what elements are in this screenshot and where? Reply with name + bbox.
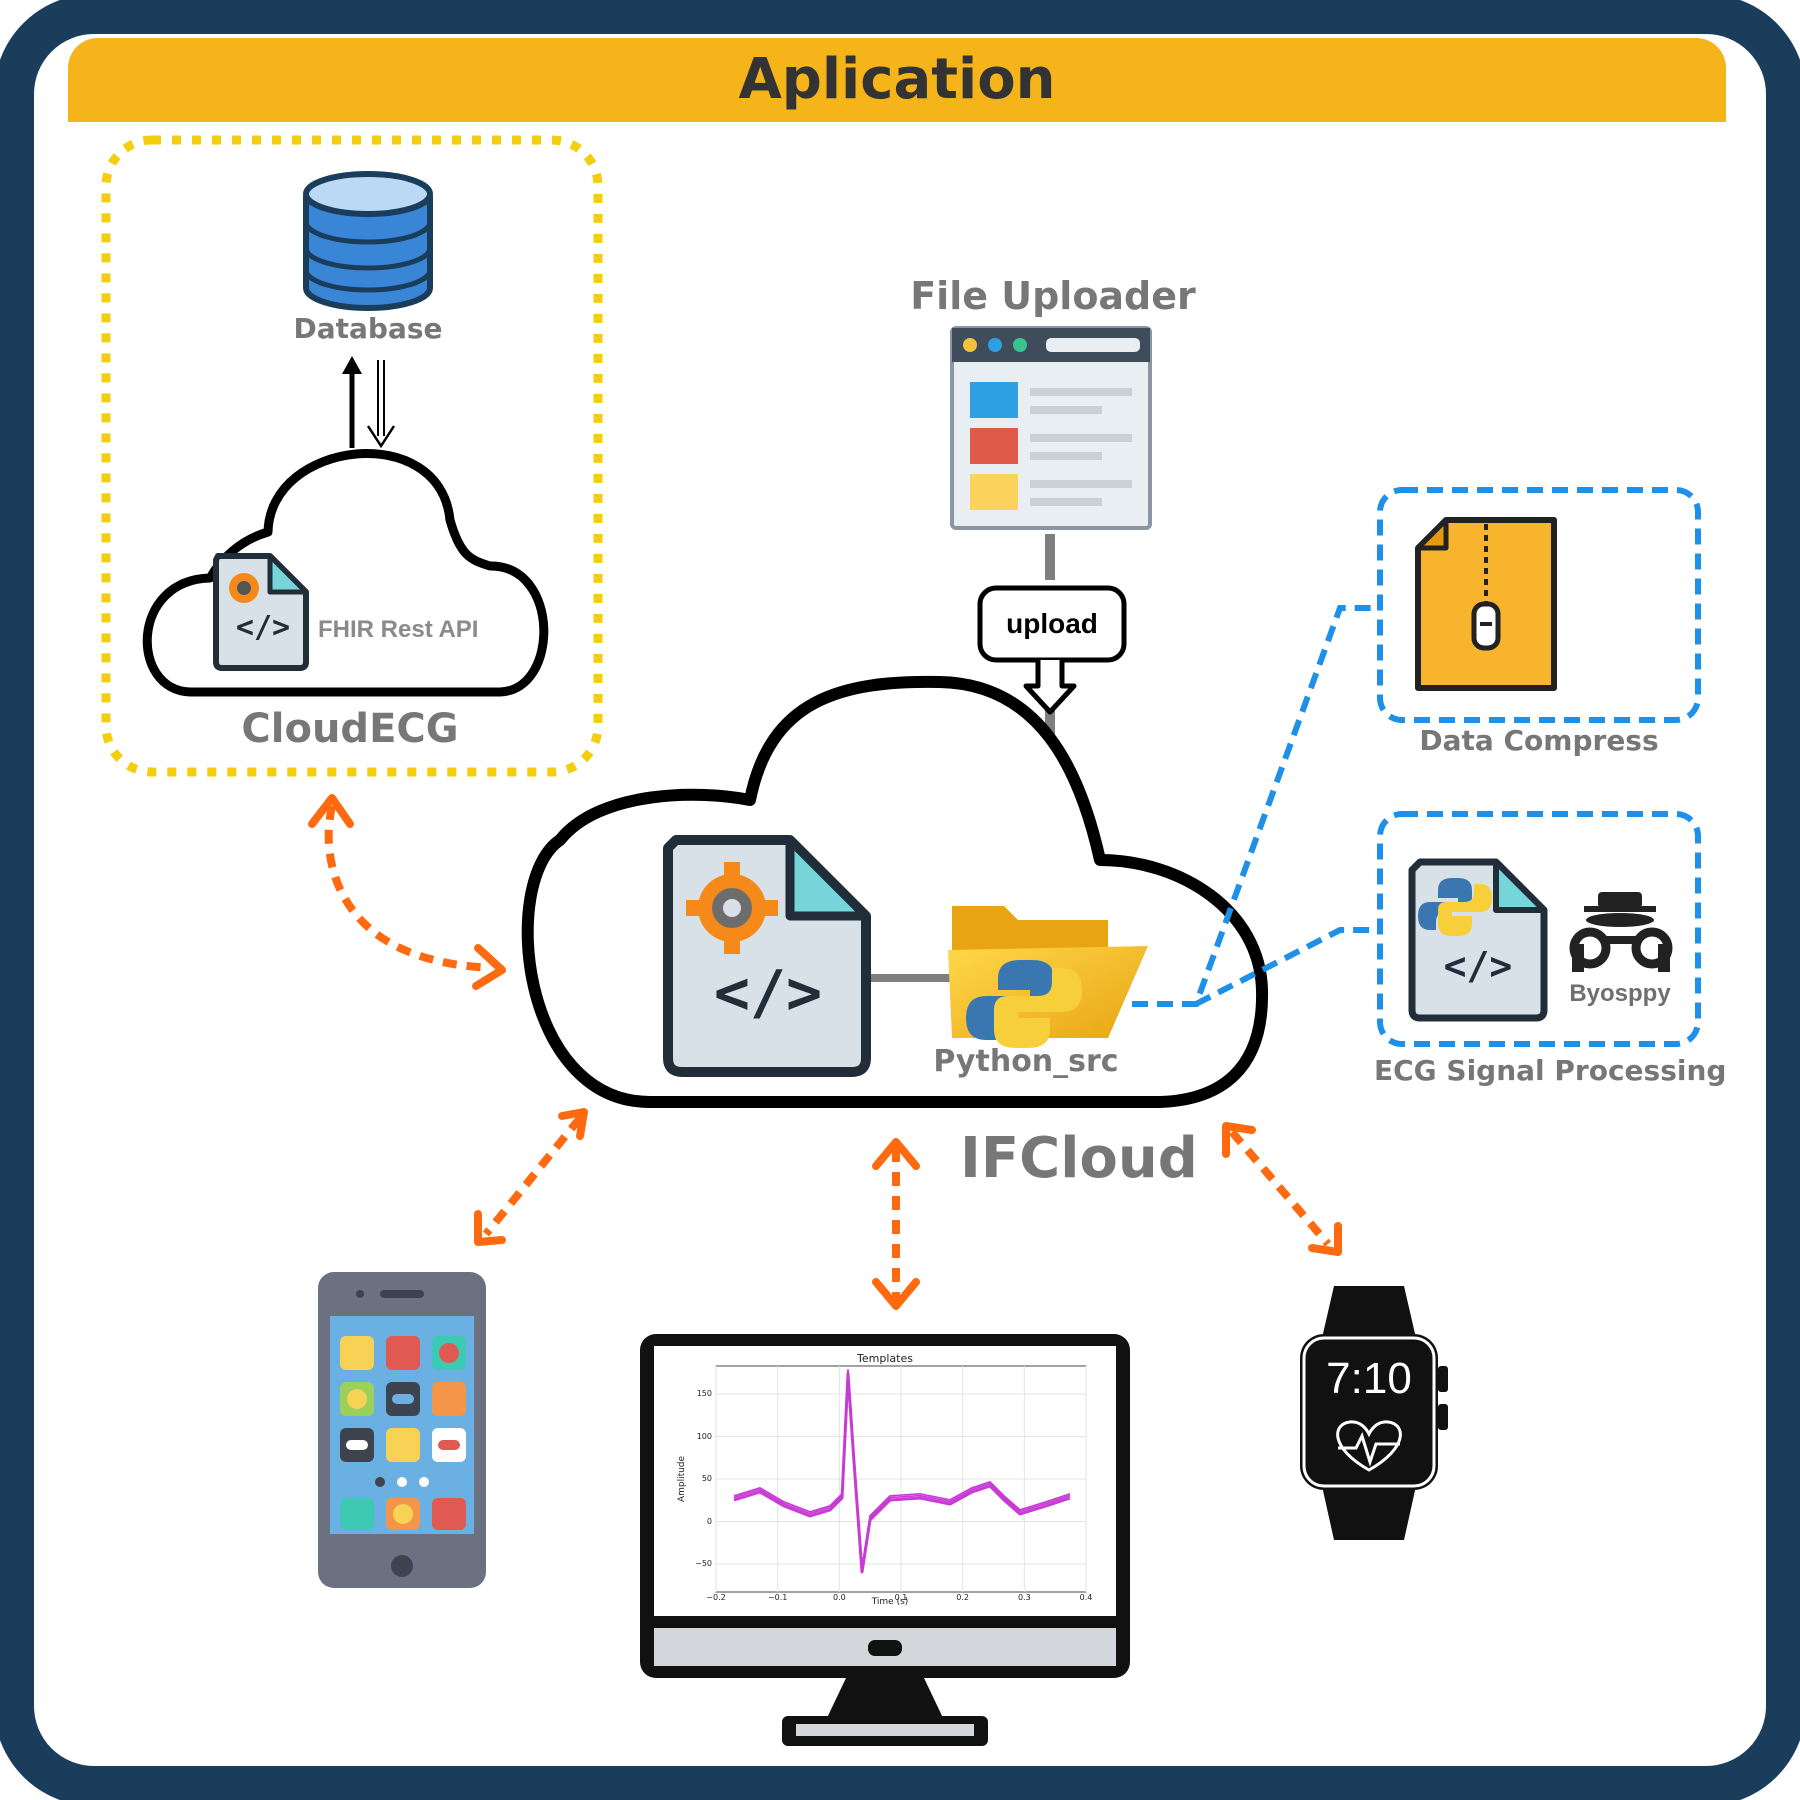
arrow-ifcloud-watch (1228, 1129, 1332, 1247)
python-src-label: Python_src (933, 1044, 1119, 1079)
processing-link (1194, 927, 1380, 1007)
file-uploader-label: File Uploader (910, 274, 1196, 318)
chart-xtick-label: 0.4 (1079, 1593, 1093, 1602)
orange-arrows (324, 805, 1332, 1300)
python-code-file-icon (1408, 858, 1548, 1022)
ecg-trace (733, 1369, 1071, 1569)
chart-ytick-label: 150 (696, 1389, 712, 1398)
database-label: Database (293, 312, 443, 345)
ifcloud-code-symbol: </> (713, 958, 823, 1028)
byosppy-label: Byosppy (1569, 980, 1671, 1007)
chart-xtick-label: 0.0 (832, 1593, 846, 1602)
database-arrows (342, 356, 396, 449)
file-uploader-window-icon (950, 326, 1152, 530)
ifcloud-code-file-icon (663, 835, 871, 1077)
zip-file-icon (1415, 517, 1557, 691)
ecg-template-chart (715, 1365, 1087, 1593)
fhir-code-file-icon (213, 553, 309, 671)
chart-xtick-label: 0.3 (1017, 1593, 1031, 1602)
database-icon (303, 171, 433, 311)
smartwatch-icon (1300, 1286, 1448, 1540)
byosppy-spy-icon (1569, 892, 1673, 972)
ifcloud-label: IFCloud (960, 1126, 1198, 1191)
chart-xtick-label: −0.1 (767, 1593, 788, 1602)
watch-time: 7:10 (1326, 1354, 1412, 1403)
chart-ytick-label: 100 (696, 1431, 712, 1441)
fhir-api-label: FHIR Rest API (318, 616, 479, 643)
chart-xtick-label: 0.2 (956, 1593, 970, 1602)
chart-title: Templates (857, 1352, 913, 1365)
ecg-processing-box (1377, 811, 1701, 1047)
smartphone-icon (318, 1272, 486, 1588)
cloudecg-label: CloudECG (241, 706, 459, 752)
upload-callout (977, 585, 1127, 715)
chart-xlabel: Time (s) (871, 1597, 909, 1607)
cloudecg-box (101, 135, 603, 777)
chart-xtick-label: 0.1 (894, 1593, 908, 1602)
arrow-cloudecg-ifcloud (324, 805, 491, 972)
page-title: Aplication (738, 47, 1056, 112)
python-code-symbol: </> (1443, 944, 1513, 988)
python-src-folder-icon (948, 906, 1148, 1048)
chart-ytick-label: −50 (695, 1559, 712, 1568)
data-compress-label: Data Compress (1419, 724, 1659, 757)
arrow-ifcloud-phone (482, 1115, 584, 1237)
compress-link (1132, 605, 1380, 1007)
chart-ytick-label: 50 (701, 1474, 712, 1483)
data-compress-box (1377, 487, 1701, 723)
chart-ytick-label: 0 (706, 1516, 712, 1526)
chart-xtick-label: −0.2 (706, 1593, 726, 1602)
upload-label: upload (1006, 608, 1098, 639)
fhir-code-symbol: </> (235, 610, 291, 645)
ecg-signal-processing-label: ECG Signal Processing (1374, 1054, 1727, 1087)
